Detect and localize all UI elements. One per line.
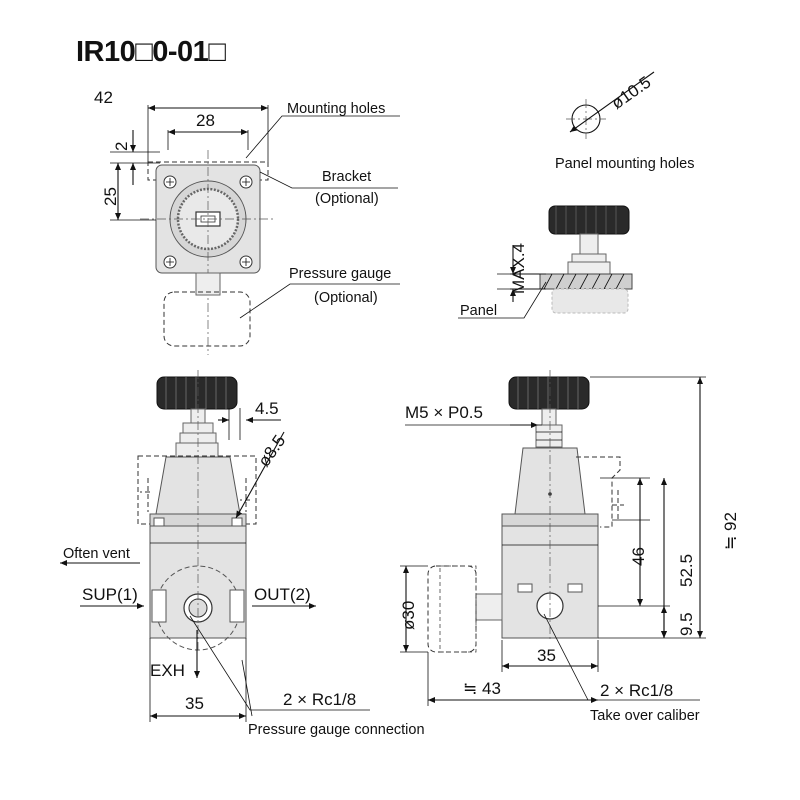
dim-35-side: 35	[537, 646, 556, 665]
dim-port-side: 2 × Rc1/8	[600, 681, 673, 700]
label-bracket: Bracket	[322, 169, 371, 185]
dim-9-5: 9.5	[677, 612, 696, 636]
pressure-gauge-outline	[427, 565, 477, 653]
panel-hole-view	[566, 71, 655, 139]
gauge-stem	[195, 272, 221, 296]
panel-mount-view	[458, 205, 633, 319]
adjust-knob	[156, 376, 238, 410]
dim-25: 25	[101, 187, 120, 206]
dim-max4: MAX.4	[509, 243, 528, 294]
dim-port-front: 2 × Rc1/8	[283, 690, 356, 709]
knob-top	[548, 205, 630, 235]
label-take-over-caliber: Take over caliber	[590, 708, 700, 724]
dim-leader-dia	[569, 71, 655, 133]
gauge-stem	[475, 593, 503, 621]
lock-nut	[567, 261, 611, 275]
leader-bracket	[259, 171, 398, 189]
leader-port-side	[543, 613, 700, 701]
dim-42: 42	[94, 88, 113, 107]
caption-panel-holes: Panel mounting holes	[555, 156, 694, 172]
dim-gauge-diameter: ø30	[399, 601, 418, 630]
label-gauge-connection: Pressure gauge connection	[248, 722, 425, 738]
leader-mounting-holes	[245, 115, 400, 159]
dim-4-5: 4.5	[255, 399, 279, 418]
label-out: OUT(2)	[254, 585, 311, 604]
dim-35-front: 35	[185, 694, 204, 713]
leader-gauge	[239, 283, 400, 319]
dim-92: ≒ 92	[721, 512, 740, 550]
dim-hole-diameter: ø10.5	[608, 73, 655, 114]
bracket-side-outline	[576, 456, 621, 528]
dim-46: 46	[629, 547, 648, 566]
label-often-vent: Often vent	[63, 546, 130, 562]
dim-28: 28	[196, 111, 215, 130]
leader-panel	[458, 281, 547, 319]
label-bracket-optional: (Optional)	[315, 191, 379, 207]
dim-2: 2	[112, 142, 131, 151]
screw-icon	[163, 175, 253, 269]
label-sup: SUP(1)	[82, 585, 138, 604]
body-below-panel	[551, 288, 629, 314]
panel-plate	[539, 273, 633, 290]
label-thread: M5 × P0.5	[405, 403, 483, 422]
lock-nut	[175, 442, 219, 458]
label-exh: EXH	[150, 661, 185, 680]
pressure-gauge-outline	[163, 291, 251, 347]
top-view	[110, 105, 400, 355]
label-gauge-optional: (Optional)	[314, 290, 378, 306]
adjust-knob	[508, 376, 590, 410]
side-view	[400, 370, 706, 706]
leader-port	[189, 615, 370, 711]
front-view	[60, 370, 370, 722]
dim-8-5: ø8.5	[254, 432, 289, 471]
dim-52-5: 52.5	[677, 554, 696, 587]
label-mounting-holes: Mounting holes	[287, 101, 385, 117]
model-title: IR10□0-01□	[76, 36, 226, 68]
dim-43: ≒ 43	[463, 679, 501, 698]
dim-leader-8-5	[235, 431, 285, 519]
label-panel: Panel	[460, 303, 497, 319]
label-pressure-gauge: Pressure gauge	[289, 266, 391, 282]
